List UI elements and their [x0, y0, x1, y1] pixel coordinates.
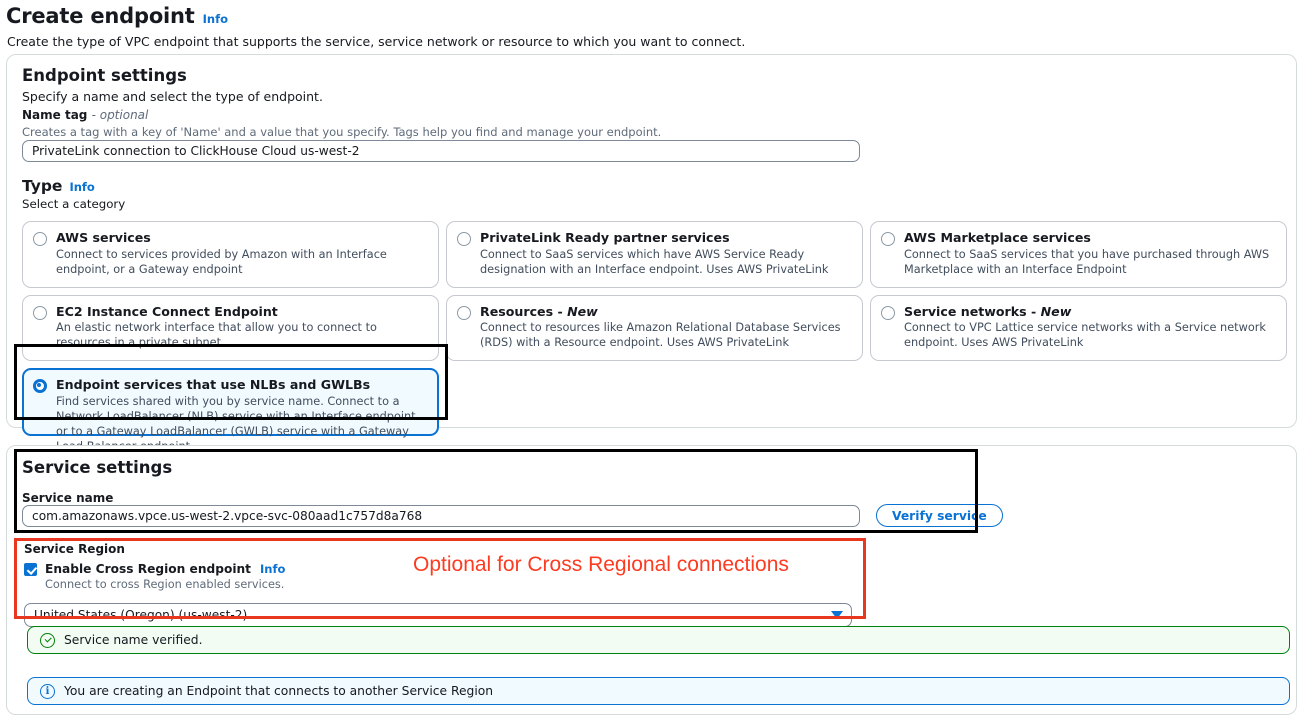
- type-card-title: Service networks - New: [904, 303, 1072, 319]
- name-tag-input[interactable]: PrivateLink connection to ClickHouse Clo…: [22, 140, 860, 162]
- check-circle-icon: [40, 632, 55, 648]
- cross-region-label-row: Enable Cross Region endpoint Info: [45, 562, 285, 576]
- type-card-title: AWS Marketplace services: [904, 230, 1091, 245]
- name-tag-field-group: Name tag - optional Creates a tag with a…: [22, 108, 661, 139]
- type-hint: Select a category: [22, 197, 126, 211]
- type-card-endpoint-services-nlb-gwlb-text: Endpoint services that use NLBs and GWLB…: [56, 377, 428, 452]
- name-tag-hint: Creates a tag with a key of 'Name' and a…: [22, 125, 662, 139]
- type-title-row: Type Info: [22, 177, 125, 195]
- type-card-description: Connect to SaaS services which have AWS …: [480, 247, 829, 276]
- type-card-resources[interactable]: Resources - New Connect to resources lik…: [446, 294, 863, 362]
- endpoint-settings-panel: Endpoint settings Specify a name and sel…: [6, 54, 1297, 453]
- type-info-link[interactable]: Info: [69, 180, 95, 194]
- verify-service-button[interactable]: Verify service: [876, 504, 1003, 527]
- name-tag-label: Name tag - optional: [22, 108, 661, 122]
- page-title-row: Create endpoint Info: [6, 4, 1304, 28]
- type-card-description: Connect to resources like Amazon Relatio…: [480, 321, 841, 350]
- type-card-aws-services[interactable]: AWS services Connect to services provide…: [22, 221, 439, 288]
- endpoint-settings-title: Endpoint settings: [22, 66, 187, 85]
- type-card-description: An elastic network interface that allow …: [56, 321, 377, 350]
- endpoint-settings-heading-group: Endpoint settings Specify a name and sel…: [22, 66, 323, 104]
- page-description: Create the type of VPC endpoint that sup…: [7, 34, 746, 49]
- radio-resources[interactable]: [457, 305, 471, 320]
- type-card-service-networks[interactable]: Service networks - New Connect to VPC La…: [870, 294, 1287, 362]
- radio-aws-services[interactable]: [33, 232, 47, 246]
- chevron-down-icon: [831, 611, 843, 619]
- type-card-title: Endpoint services that use NLBs and GWLB…: [56, 377, 371, 393]
- type-label: Type: [22, 177, 63, 195]
- type-card-title: PrivateLink Ready partner services: [480, 230, 730, 245]
- annotation-cross-region-note: Optional for Cross Regional connections: [413, 553, 789, 576]
- cross-region-checkbox-row[interactable]: Enable Cross Region endpoint Info Connec…: [24, 562, 864, 591]
- type-row-2: EC2 Instance Connect Endpoint An elastic…: [22, 294, 1296, 362]
- service-region-select[interactable]: United States (Oregon) (us-west-2): [24, 603, 852, 627]
- alert-cross-region-info: i You are creating an Endpoint that conn…: [27, 677, 1290, 705]
- endpoint-settings-subtitle: Specify a name and select the type of en…: [22, 89, 323, 104]
- type-card-privatelink-ready-partner-services-text: PrivateLink Ready partner services Conne…: [480, 230, 852, 278]
- type-card-service-networks-text: Service networks - New Connect to VPC La…: [904, 304, 1276, 352]
- alert-service-name-verified: Service name verified.: [27, 626, 1290, 654]
- service-settings-title: Service settings: [22, 458, 173, 477]
- alert-success-message: Service name verified.: [64, 633, 203, 647]
- type-card-aws-marketplace-services[interactable]: AWS Marketplace services Connect to SaaS…: [870, 221, 1287, 288]
- service-name-label: Service name: [22, 491, 114, 505]
- type-card-aws-services-text: AWS services Connect to services provide…: [56, 230, 428, 278]
- radio-service-networks[interactable]: [881, 305, 895, 320]
- type-card-description: Connect to SaaS services that you have p…: [904, 247, 1270, 276]
- type-card-ec2-instance-connect-endpoint-text: EC2 Instance Connect Endpoint An elastic…: [56, 304, 428, 352]
- radio-ec2-instance-connect-endpoint[interactable]: [33, 305, 47, 320]
- page-header: Create endpoint Info Create the type of …: [0, 0, 1304, 49]
- radio-privatelink-ready-partner-services[interactable]: [457, 232, 471, 246]
- service-region-selected-value: United States (Oregon) (us-west-2): [34, 608, 248, 622]
- type-card-title: Resources - New: [480, 303, 598, 319]
- radio-aws-marketplace-services[interactable]: [881, 232, 895, 246]
- type-card-ec2-instance-connect-endpoint[interactable]: EC2 Instance Connect Endpoint An elastic…: [22, 294, 439, 362]
- enable-cross-region-checkbox[interactable]: [24, 563, 37, 576]
- cross-region-info-link[interactable]: Info: [260, 562, 286, 576]
- type-row-3: Endpoint services that use NLBs and GWLB…: [22, 368, 1296, 453]
- radio-endpoint-services-nlb-gwlb[interactable]: [33, 379, 47, 394]
- name-tag-label-text: Name tag: [22, 108, 88, 122]
- enable-cross-region-label: Enable Cross Region endpoint: [45, 562, 252, 576]
- type-card-resources-text: Resources - New Connect to resources lik…: [480, 304, 852, 352]
- name-tag-optional-suffix: - optional: [91, 108, 149, 122]
- service-name-input[interactable]: com.amazonaws.vpce.us-west-2.vpce-svc-08…: [22, 505, 860, 527]
- type-card-endpoint-services-nlb-gwlb[interactable]: Endpoint services that use NLBs and GWLB…: [22, 368, 439, 453]
- service-settings-panel: Service settings Service name com.amazon…: [6, 445, 1297, 715]
- alert-info-message: You are creating an Endpoint that connec…: [64, 684, 494, 698]
- type-card-description: Connect to services provided by Amazon w…: [56, 247, 387, 276]
- page-title: Create endpoint: [6, 4, 195, 28]
- info-circle-icon: i: [40, 683, 55, 699]
- type-row-1: AWS services Connect to services provide…: [22, 221, 1296, 288]
- type-card-title: EC2 Instance Connect Endpoint: [56, 303, 278, 319]
- cross-region-checkbox-text: Enable Cross Region endpoint Info Connec…: [45, 562, 285, 591]
- cross-region-hint: Connect to cross Region enabled services…: [45, 578, 285, 591]
- type-card-description: Connect to VPC Lattice service networks …: [904, 321, 1266, 350]
- type-card-title: AWS services: [56, 230, 151, 245]
- page-info-link[interactable]: Info: [202, 12, 229, 26]
- type-card-aws-marketplace-services-text: AWS Marketplace services Connect to SaaS…: [904, 230, 1276, 278]
- type-options-grid: AWS services Connect to services provide…: [22, 221, 1296, 453]
- type-card-privatelink-ready-partner-services[interactable]: PrivateLink Ready partner services Conne…: [446, 221, 863, 288]
- type-heading-group: Type Info Select a category: [22, 177, 125, 211]
- service-region-label: Service Region: [24, 542, 125, 556]
